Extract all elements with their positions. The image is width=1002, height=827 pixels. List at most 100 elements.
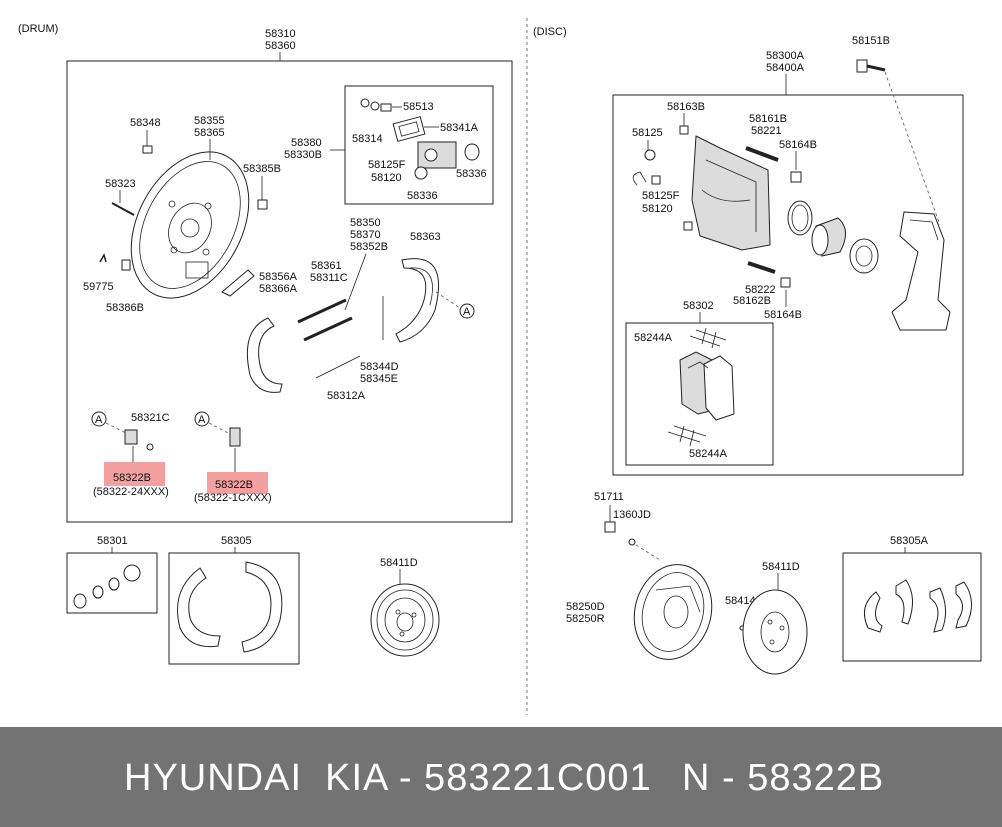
label-58322-1CXXX[interactable]: (58322-1CXXX) bbox=[194, 492, 272, 504]
label-58125F-disc[interactable]: 58125F bbox=[642, 190, 680, 202]
carrier-part bbox=[891, 211, 951, 331]
label-58344D[interactable]: 58344D bbox=[360, 361, 399, 373]
label-58345E[interactable]: 58345E bbox=[360, 373, 398, 385]
label-58322B-1[interactable]: 58322B bbox=[113, 472, 151, 484]
label-58355[interactable]: 58355 bbox=[194, 115, 225, 127]
spring-part bbox=[124, 429, 154, 451]
gasket-part bbox=[392, 116, 426, 142]
cap-part bbox=[644, 140, 656, 161]
label-58164B-2[interactable]: 58164B bbox=[764, 309, 802, 321]
label-ref-A-3[interactable]: A bbox=[198, 414, 206, 426]
label-58336-b[interactable]: 58336 bbox=[407, 190, 438, 202]
label-58151B[interactable]: 58151B bbox=[852, 35, 890, 47]
label-58323[interactable]: 58323 bbox=[105, 178, 136, 190]
pad-kit-box bbox=[625, 322, 774, 466]
label-58221[interactable]: 58221 bbox=[751, 125, 782, 137]
label-58125F[interactable]: 58125F bbox=[368, 159, 406, 171]
footer-part-number: HYUNDAI KIA - 583221C001 bbox=[124, 757, 652, 799]
label-51711[interactable]: 51711 bbox=[594, 491, 624, 503]
caliper-assembly-box bbox=[612, 94, 964, 476]
label-58321C[interactable]: 58321C bbox=[131, 412, 170, 424]
label-58244A-1[interactable]: 58244A bbox=[634, 332, 673, 344]
label-ref-A-1[interactable]: A bbox=[463, 306, 471, 318]
footer-cross-reference: N - 58322B bbox=[682, 757, 885, 799]
label-58120[interactable]: 58120 bbox=[371, 172, 402, 184]
label-58322B-2[interactable]: 58322B bbox=[215, 479, 253, 491]
brake-shoe-left-part bbox=[246, 317, 283, 393]
label-58366A[interactable]: 58366A bbox=[259, 283, 298, 295]
shoe-kit-part bbox=[177, 561, 283, 653]
hold-down-part bbox=[229, 427, 241, 447]
label-58310[interactable]: 58310 bbox=[265, 28, 296, 40]
label-58162B[interactable]: 58162B bbox=[733, 295, 771, 307]
label-58301[interactable]: 58301 bbox=[97, 535, 128, 547]
piston-seal-part bbox=[787, 200, 813, 236]
pin-part bbox=[111, 190, 135, 216]
hub-bolt-part bbox=[604, 505, 636, 546]
label-58250R[interactable]: 58250R bbox=[566, 613, 605, 625]
boot-part bbox=[849, 238, 879, 274]
label-58330B[interactable]: 58330B bbox=[284, 149, 322, 161]
label-58250D[interactable]: 58250D bbox=[566, 601, 605, 613]
disc-section-title: (DISC) bbox=[533, 26, 567, 38]
label-58400A[interactable]: 58400A bbox=[766, 62, 805, 74]
label-58222[interactable]: 58222 bbox=[745, 284, 776, 296]
label-58380[interactable]: 58380 bbox=[291, 137, 322, 149]
highlight-58322B-2 bbox=[207, 472, 268, 494]
cylinder-kit-part bbox=[73, 564, 141, 609]
plug-part bbox=[257, 176, 268, 210]
ref-A-circle-3 bbox=[194, 411, 210, 427]
label-58305A[interactable]: 58305A bbox=[890, 535, 929, 547]
label-58360[interactable]: 58360 bbox=[265, 40, 296, 52]
label-58365[interactable]: 58365 bbox=[194, 127, 225, 139]
clip-part bbox=[99, 253, 131, 271]
bolt-part bbox=[142, 130, 153, 154]
label-58125[interactable]: 58125 bbox=[632, 127, 663, 139]
label-58300A[interactable]: 58300A bbox=[766, 50, 805, 62]
label-58311C[interactable]: 58311C bbox=[310, 272, 348, 284]
label-ref-A-2[interactable]: A bbox=[95, 414, 103, 426]
label-58161B[interactable]: 58161B bbox=[749, 113, 787, 125]
label-58356A[interactable]: 58356A bbox=[259, 271, 298, 283]
label-58312A[interactable]: 58312A bbox=[327, 390, 366, 402]
label-58361[interactable]: 58361 bbox=[311, 260, 342, 272]
guide-pin-part bbox=[745, 146, 779, 162]
label-58411D[interactable]: 58411D bbox=[380, 557, 418, 569]
label-58363[interactable]: 58363 bbox=[410, 231, 441, 243]
label-58322-24XXX[interactable]: (58322-24XXX) bbox=[93, 486, 169, 498]
label-58386B[interactable]: 58386B bbox=[106, 302, 144, 314]
label-58120-disc[interactable]: 58120 bbox=[642, 203, 673, 215]
brake-drum-part bbox=[370, 583, 440, 657]
caliper-body-part bbox=[691, 135, 771, 251]
caliper-bolt-part bbox=[856, 59, 886, 73]
drum-assembly-box bbox=[66, 60, 513, 523]
label-58244A-2[interactable]: 58244A bbox=[689, 448, 728, 460]
label-58414[interactable]: 58414 bbox=[725, 595, 756, 607]
label-58411D-disc[interactable]: 58411D bbox=[762, 561, 800, 573]
return-spring-part bbox=[315, 296, 384, 379]
label-58302[interactable]: 58302 bbox=[683, 300, 714, 312]
parking-shoe-kit-box bbox=[842, 552, 982, 662]
label-58350[interactable]: 58350 bbox=[350, 217, 381, 229]
drum-section-title: (DRUM) bbox=[18, 23, 58, 35]
label-58352B[interactable]: 58352B bbox=[350, 241, 388, 253]
bleeder-part bbox=[632, 171, 661, 186]
parking-shoe-kit-part bbox=[863, 579, 972, 633]
shim-top-part bbox=[689, 327, 727, 349]
label-58513[interactable]: 58513 bbox=[403, 101, 434, 113]
dust-shield-part bbox=[633, 564, 713, 660]
label-58341A[interactable]: 58341A bbox=[440, 122, 479, 134]
label-59775[interactable]: 59775 bbox=[83, 281, 114, 293]
label-58164B-1[interactable]: 58164B bbox=[779, 139, 817, 151]
guide-pin-2-part bbox=[747, 261, 776, 274]
wheel-cylinder-part bbox=[414, 141, 480, 180]
label-58385B[interactable]: 58385B bbox=[243, 163, 281, 175]
label-58314[interactable]: 58314 bbox=[352, 133, 383, 145]
brake-pads-part bbox=[679, 351, 735, 421]
label-58348[interactable]: 58348 bbox=[130, 117, 161, 129]
label-1360JD[interactable]: 1360JD bbox=[613, 509, 651, 521]
label-58336-a[interactable]: 58336 bbox=[456, 168, 487, 180]
label-58370[interactable]: 58370 bbox=[350, 229, 381, 241]
label-58305[interactable]: 58305 bbox=[221, 535, 252, 547]
label-58163B[interactable]: 58163B bbox=[667, 101, 705, 113]
